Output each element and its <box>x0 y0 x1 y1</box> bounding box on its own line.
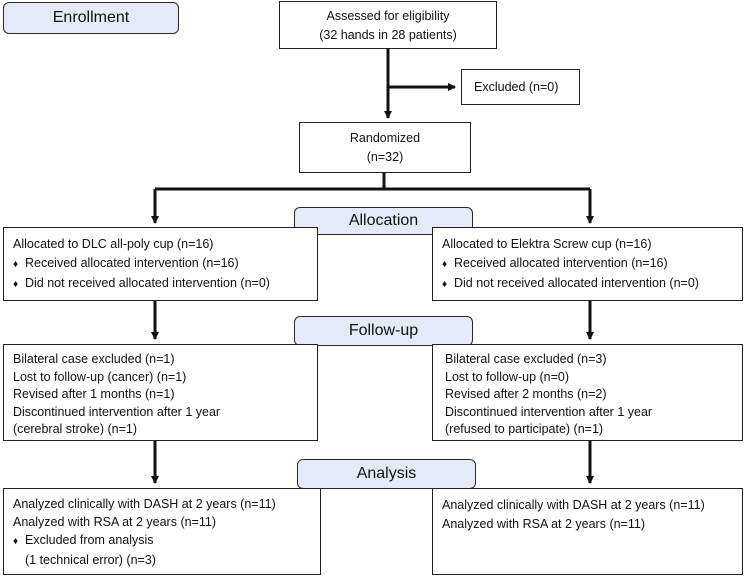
followup-right-discontinued: Discontinued intervention after 1 year <box>445 404 653 419</box>
stage-analysis-label: Analysis <box>356 465 417 482</box>
followup-right-bilateral: Bilateral case excluded (n=3) <box>445 352 607 366</box>
analysis-right-dash: Analyzed clinically with DASH at 2 years… <box>442 498 705 512</box>
allocation-left-not-received: ♦Did not received allocated intervention… <box>13 274 317 294</box>
analysis-left-excluded: ♦Excluded from analysis <box>13 531 320 551</box>
analysis-left-dash: Analyzed clinically with DASH at 2 years… <box>13 497 276 511</box>
allocation-left-received: ♦Received allocated intervention (n=16) <box>13 254 317 274</box>
randomized-box: Randomized (n=32) <box>299 122 471 173</box>
analysis-right-box: Analyzed clinically with DASH at 2 years… <box>432 488 743 575</box>
excluded-label: Excluded (n=0) <box>474 80 559 94</box>
randomized-count: (n=32) <box>366 150 404 164</box>
diamond-bullet-icon: ♦ <box>13 259 19 270</box>
followup-left-bilateral: Bilateral case excluded (n=1) <box>13 352 175 366</box>
diamond-bullet-icon: ♦ <box>442 259 448 270</box>
followup-left-lost: Lost to follow-up (cancer) (n=1) <box>13 369 187 384</box>
followup-left-reason: (cerebral stroke) (n=1) <box>13 422 137 436</box>
randomized-title: Randomized <box>349 131 421 145</box>
stage-followup-label: Follow-up <box>348 322 419 339</box>
followup-right-lost: Lost to follow-up (n=0) <box>445 369 570 384</box>
allocation-left-box: Allocated to DLC all-poly cup (n=16) ♦Re… <box>3 227 318 301</box>
stage-enrollment: Enrollment <box>3 2 179 34</box>
allocation-right-not-received: ♦Did not received allocated intervention… <box>442 274 742 294</box>
followup-right-reason: (refused to participate) (n=1) <box>445 422 604 436</box>
assessed-count: (32 hands in 28 patients) <box>319 28 457 42</box>
stage-followup: Follow-up <box>294 316 473 346</box>
stage-analysis: Analysis <box>297 459 476 489</box>
followup-right-box: Bilateral case excluded (n=3) Lost to fo… <box>432 344 743 441</box>
stage-enrollment-label: Enrollment <box>52 9 130 26</box>
analysis-right-rsa: Analyzed with RSA at 2 years (n=11) <box>442 517 645 531</box>
followup-right-revised: Revised after 2 months (n=2) <box>445 387 607 401</box>
assessed-box: Assessed for eligibility (32 hands in 28… <box>279 1 497 49</box>
diamond-bullet-icon: ♦ <box>13 279 19 290</box>
followup-left-box: Bilateral case excluded (n=1) Lost to fo… <box>3 344 318 441</box>
allocation-left-title: Allocated to DLC all-poly cup (n=16) <box>13 237 214 251</box>
analysis-left-box: Analyzed clinically with DASH at 2 years… <box>3 488 321 575</box>
assessed-title: Assessed for eligibility <box>326 9 450 23</box>
allocation-right-received: ♦Received allocated intervention (n=16) <box>442 254 742 274</box>
diamond-bullet-icon: ♦ <box>442 279 448 290</box>
analysis-left-excluded-reason: (1 technical error) (n=3) <box>25 553 156 567</box>
diamond-bullet-icon: ♦ <box>13 536 19 547</box>
allocation-right-title: Allocated to Elektra Screw cup (n=16) <box>442 237 652 251</box>
allocation-right-box: Allocated to Elektra Screw cup (n=16) ♦R… <box>432 227 743 301</box>
followup-left-revised: Revised after 1 months (n=1) <box>13 387 175 401</box>
analysis-left-rsa: Analyzed with RSA at 2 years (n=11) <box>13 515 216 529</box>
followup-left-discontinued: Discontinued intervention after 1 year <box>13 404 221 419</box>
stage-allocation-label: Allocation <box>348 212 419 229</box>
excluded-box: Excluded (n=0) <box>461 69 580 105</box>
